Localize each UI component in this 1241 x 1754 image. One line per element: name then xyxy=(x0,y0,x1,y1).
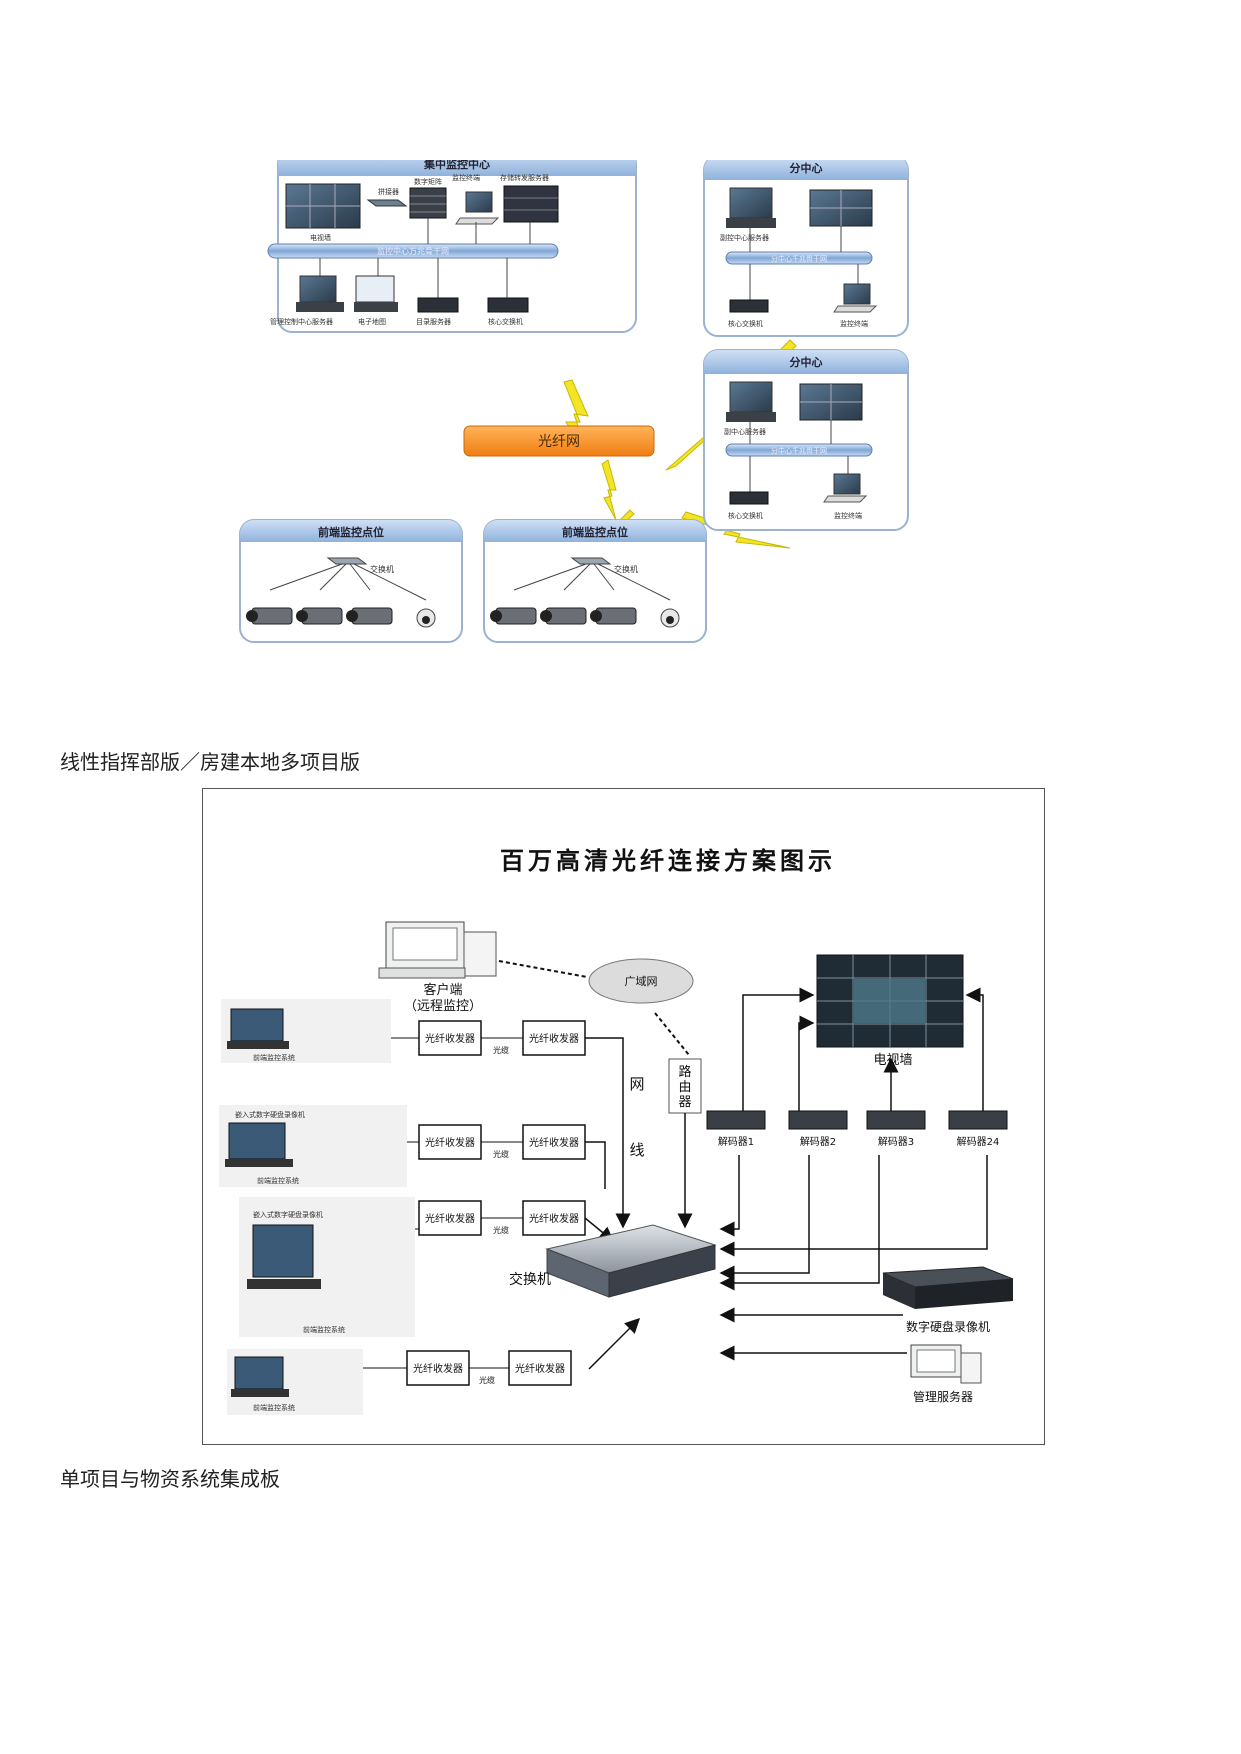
sub-2-terminal-label: 监控终端 xyxy=(834,511,862,520)
front-1-switch-label: 交换机 xyxy=(370,564,394,574)
front-system-4: 前端监控系统 xyxy=(227,1349,363,1415)
sub-2-backbone-label: 分中心千兆骨干网 xyxy=(771,446,827,455)
decoder-2 xyxy=(788,1110,848,1130)
fiber-label-3: 光缆 xyxy=(493,1225,509,1235)
core-switch-label: 核心交换机 xyxy=(488,317,523,326)
transceiver-2b-label: 光纤收发器 xyxy=(529,1136,579,1149)
front-system-3: 嵌入式数字硬盘录像机 前端监控系统 xyxy=(239,1197,415,1337)
fiber-connection-diagram-frame: 百万高清光纤连接方案图示 客户端 （远程监控） 广域网 路 由 器 网 线 电视… xyxy=(202,788,1045,1445)
transceiver-1b-label: 光纤收发器 xyxy=(529,1032,579,1045)
caption-1: 线性指挥部版／房建本地多项目版 xyxy=(60,750,360,774)
wan-node xyxy=(588,958,694,1004)
router-char-2: 由 xyxy=(678,1080,691,1095)
transceiver-3a-label: 光纤收发器 xyxy=(425,1212,475,1225)
transceiver-4a-label: 光纤收发器 xyxy=(413,1362,463,1375)
net-line-char-1: 网 xyxy=(629,1075,644,1093)
front-3-system-label: 前端监控系统 xyxy=(303,1325,345,1334)
net-line-char-2: 线 xyxy=(629,1141,644,1159)
front-system-1: 前端监控系统 xyxy=(221,999,391,1063)
sub-1-backbone-label: 分中心千兆骨干网 xyxy=(771,254,827,263)
fiber-label-1: 光缆 xyxy=(493,1045,509,1055)
tv-wall-label-2: 电视墙 xyxy=(873,1053,912,1068)
front-point-2: 前端监控点位 交换机 xyxy=(483,519,707,643)
sub-center-2: 分中心 副中心服务器 分中心千兆骨干网 核心交换机 监控终端 xyxy=(703,349,909,531)
splicer-label: 拼接器 xyxy=(378,187,399,196)
decoder-3 xyxy=(866,1110,926,1130)
caption-2: 单项目与物资系统集成板 xyxy=(60,1467,280,1491)
dir-server-label: 目录服务器 xyxy=(416,317,451,326)
front-system-2: 嵌入式数字硬盘录像机 前端监控系统 xyxy=(219,1105,407,1187)
dvr-device xyxy=(882,1266,1014,1309)
sub-2-core-switch-label: 核心交换机 xyxy=(728,511,763,520)
decoder-24-label: 解码器24 xyxy=(957,1135,1000,1148)
management-server xyxy=(910,1344,982,1384)
transceiver-3b-label: 光纤收发器 xyxy=(529,1212,579,1225)
fiber-label-4: 光缆 xyxy=(479,1375,495,1385)
central-backbone-label: 监控中心万兆骨干网 xyxy=(377,246,449,256)
transceiver-4b-label: 光纤收发器 xyxy=(515,1362,565,1375)
front-3-dvr-label: 嵌入式数字硬盘录像机 xyxy=(253,1210,323,1219)
sub-center-1: 分中心 副控中心服务器 分中心千兆骨干网 核心交换机 监控终端 xyxy=(703,160,909,337)
transceiver-1a-label: 光纤收发器 xyxy=(425,1032,475,1045)
dvr-label: 数字硬盘录像机 xyxy=(906,1319,990,1334)
front-point-1: 前端监控点位 交换机 xyxy=(239,519,463,643)
router-char-1: 路 xyxy=(678,1064,691,1080)
transceiver-4b xyxy=(508,1350,572,1386)
front-1-title: 前端监控点位 xyxy=(318,525,384,539)
transceiver-3b xyxy=(522,1200,586,1236)
decoder-2-label: 解码器2 xyxy=(800,1135,836,1148)
front-2-switch-label: 交换机 xyxy=(614,564,638,574)
monitor-terminal-label: 监控终端 xyxy=(452,173,480,182)
central-center-title: 集中监控中心 xyxy=(423,160,490,171)
sub-1-terminal-label: 监控终端 xyxy=(840,319,868,328)
sub-1-server-label: 副控中心服务器 xyxy=(720,233,769,242)
decoder-3-label: 解码器3 xyxy=(878,1135,914,1148)
sub-center-1-title: 分中心 xyxy=(790,161,823,175)
storage-server-label: 存储转发服务器 xyxy=(500,173,549,182)
mgmt-server-label: 管理控制中心服务器 xyxy=(270,317,333,326)
digital-matrix-label: 数字矩阵 xyxy=(414,177,442,186)
front-4-system-label: 前端监控系统 xyxy=(253,1403,295,1412)
tv-wall-label: 电视墙 xyxy=(310,233,331,242)
core-switch-device xyxy=(545,1224,717,1298)
central-monitoring-center: 集中监控中心 电视墙 拼接器 数字矩阵 监控终端 存储转发服务器 监控中心万兆骨… xyxy=(267,160,637,333)
fiber-network-node: 光纤网 xyxy=(463,425,655,457)
fiber-label-2: 光缆 xyxy=(493,1149,509,1159)
mgmt-server-label-2: 管理服务器 xyxy=(913,1389,973,1404)
router-box xyxy=(668,1058,702,1114)
fiber-connection-diagram: 百万高清光纤连接方案图示 客户端 （远程监控） 广域网 路 由 器 网 线 电视… xyxy=(219,847,1014,1415)
client-label: 客户端 xyxy=(423,982,462,998)
front-2-title: 前端监控点位 xyxy=(562,525,628,539)
sub-2-server-label: 副中心服务器 xyxy=(724,427,766,436)
transceiver-2a-label: 光纤收发器 xyxy=(425,1136,475,1149)
front-2-dvr-label: 嵌入式数字硬盘录像机 xyxy=(235,1110,305,1119)
decoder-1-label: 解码器1 xyxy=(718,1135,754,1148)
front-2-system-label: 前端监控系统 xyxy=(257,1176,299,1185)
switch-label: 交换机 xyxy=(509,1271,551,1288)
front-1-system-label: 前端监控系统 xyxy=(253,1053,295,1062)
network-topology-diagram: 集中监控中心 电视墙 拼接器 数字矩阵 监控终端 存储转发服务器 监控中心万兆骨… xyxy=(239,160,909,643)
transceiver-2b xyxy=(522,1124,586,1160)
router-char-3: 器 xyxy=(678,1095,691,1110)
transceiver-4a xyxy=(406,1350,470,1386)
client-sub-label: （远程监控） xyxy=(404,999,482,1014)
tv-wall xyxy=(816,954,964,1048)
emap-label: 电子地图 xyxy=(358,317,386,326)
wan-label: 广域网 xyxy=(625,975,658,988)
decoder-24 xyxy=(948,1110,1008,1130)
sub-1-core-switch-label: 核心交换机 xyxy=(728,319,763,328)
decoder-1 xyxy=(706,1110,766,1130)
diagram-title: 百万高清光纤连接方案图示 xyxy=(500,847,836,875)
fiber-net-label: 光纤网 xyxy=(538,434,580,450)
sub-center-2-title: 分中心 xyxy=(790,355,823,369)
client-computer xyxy=(378,921,497,979)
